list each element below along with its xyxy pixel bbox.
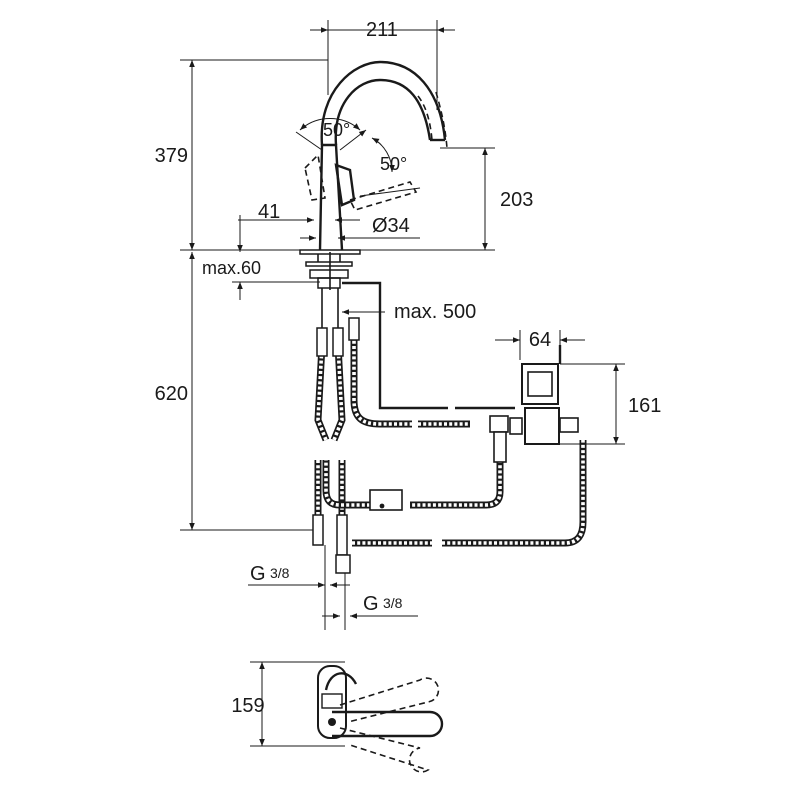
thread-left-frac: 3/8: [270, 565, 290, 581]
control-box: [489, 345, 579, 463]
thread-right-g: G: [363, 593, 379, 615]
thread-right-frac: 3/8: [383, 595, 403, 611]
thread-label-right: G 3/8: [363, 593, 403, 615]
faucet-elevation: [295, 60, 448, 290]
dim-64: 64: [529, 329, 551, 351]
dim-41: 41: [258, 201, 280, 223]
dim-620: 620: [155, 383, 188, 405]
hoses: [312, 281, 587, 574]
dim-max500: max. 500: [394, 301, 476, 323]
dim-203: 203: [500, 189, 533, 211]
thread-left-g: G: [250, 563, 266, 585]
dim-379: 379: [155, 145, 188, 167]
dim-161: 161: [628, 395, 661, 417]
dim-211: 211: [366, 19, 398, 41]
dim-diameter: Ø34: [372, 215, 410, 237]
dim-angle-1: 50°: [323, 120, 350, 140]
thread-label-left: G 3/8: [250, 563, 290, 585]
dim-max60: max.60: [202, 258, 261, 278]
dim-159: 159: [231, 695, 264, 717]
dim-angle-2: 50°: [380, 154, 407, 174]
plan-view: [317, 665, 444, 773]
